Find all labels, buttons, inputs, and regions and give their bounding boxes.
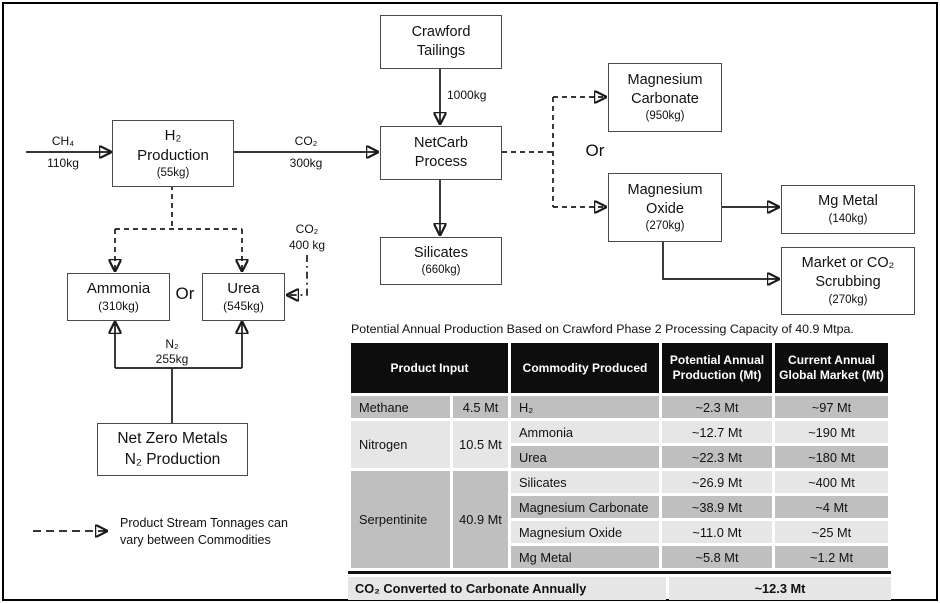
urea-box: Urea (545kg) <box>202 273 285 321</box>
net-zero-metals-box: Net Zero Metals N₂ Production <box>97 423 248 476</box>
arrow-magoxide-to-market <box>662 240 778 279</box>
cell-production: ~12.7 Mt <box>662 421 772 443</box>
cell-production: ~11.0 Mt <box>662 521 772 543</box>
production-table: Product Input Commodity Produced Potenti… <box>348 340 891 571</box>
magnesium-oxide-box: Magnesium Oxide (270kg) <box>608 173 722 242</box>
box-label: Crawford <box>411 24 471 41</box>
box-label: Net Zero Metals <box>117 430 228 448</box>
box-label: Market or CO₂ <box>801 255 895 272</box>
box-amount: (140kg) <box>828 212 868 225</box>
header-product-input: Product Input <box>351 343 508 393</box>
legend-text: Product Stream Tonnages can vary between… <box>120 515 288 549</box>
cell-market: ~4 Mt <box>775 496 888 518</box>
label-co2-urea: CO₂ <box>295 222 319 236</box>
cell-input-amount: 40.9 Mt <box>453 471 508 568</box>
cell-market: ~97 Mt <box>775 396 888 418</box>
netcarb-process-box: NetCarb Process <box>380 126 502 180</box>
box-label: Magnesium <box>627 71 703 88</box>
box-label: Oxide <box>646 200 684 217</box>
cell-production: ~26.9 Mt <box>662 471 772 493</box>
magnesium-carbonate-box: Magnesium Carbonate (950kg) <box>608 63 722 132</box>
cell-input: Nitrogen <box>351 421 450 468</box>
table-row: Nitrogen 10.5 Mt Ammonia ~12.7 Mt ~190 M… <box>351 421 888 468</box>
box-label: NetCarb <box>414 135 468 152</box>
table-row: Mg Metal ~5.8 Mt ~1.2 Mt <box>351 546 888 568</box>
box-label: Carbonate <box>631 90 699 107</box>
box-amount: (270kg) <box>828 293 868 306</box>
box-amount: (270kg) <box>645 220 685 233</box>
box-label: Ammonia <box>86 279 151 297</box>
box-label: Silicates <box>414 244 468 261</box>
h2-production-box: H₂ Production (55kg) <box>112 120 234 187</box>
cell-input-amount: 4.5 Mt <box>453 396 508 418</box>
cell-input: Serpentinite <box>351 471 450 568</box>
box-amount: (950kg) <box>645 110 685 123</box>
table-row: Magnesium Oxide ~11.0 Mt ~25 Mt <box>351 521 888 543</box>
box-label: Tailings <box>416 43 466 59</box>
label-tailings-mass: 1000kg <box>447 88 487 102</box>
table-footer-row: CO₂ Converted to Carbonate Annually ~12.… <box>348 571 891 600</box>
cell-market: ~180 Mt <box>775 446 888 468</box>
box-amount: (310kg) <box>98 299 139 314</box>
silicates-box: Silicates (660kg) <box>380 237 502 285</box>
label-ch4-mass: 110kg <box>47 156 79 170</box>
ammonia-box: Ammonia (310kg) <box>67 273 170 321</box>
box-label: H₂ <box>164 127 182 145</box>
box-label: Process <box>414 154 468 170</box>
box-label: N₂ Production <box>124 450 221 468</box>
table-row: Serpentinite 40.9 Mt Silicates ~26.9 Mt … <box>351 471 888 568</box>
crawford-tailings-box: Crawford Tailings <box>380 15 502 69</box>
header-market: Current Annual Global Market (Mt) <box>775 343 888 393</box>
cell-commodity: Magnesium Oxide <box>511 521 659 543</box>
header-commodity: Commodity Produced <box>511 343 659 393</box>
table-row: Urea ~22.3 Mt ~180 Mt <box>351 446 888 468</box>
box-label: Scrubbing <box>815 274 881 291</box>
header-production: Potential Annual Production (Mt) <box>662 343 772 393</box>
cell-commodity: Silicates <box>511 471 659 493</box>
cell-input-amount: 10.5 Mt <box>453 421 508 468</box>
box-amount: (545kg) <box>223 299 264 314</box>
box-amount: (55kg) <box>156 167 190 180</box>
table-title: Potential Annual Production Based on Cra… <box>351 322 854 336</box>
box-label: Mg Metal <box>818 193 878 210</box>
cell-market: ~400 Mt <box>775 471 888 493</box>
cell-production: ~38.9 Mt <box>662 496 772 518</box>
legend-line: Product Stream Tonnages can <box>120 516 288 530</box>
cell-commodity: Magnesium Carbonate <box>511 496 659 518</box>
label-ch4: CH₄ <box>51 134 75 148</box>
or-label-right: Or <box>585 141 605 160</box>
cell-market: ~25 Mt <box>775 521 888 543</box>
legend-line: vary between Commodities <box>120 533 271 547</box>
footer-label: CO₂ Converted to Carbonate Annually <box>348 577 666 600</box>
or-label-left: Or <box>175 284 195 303</box>
label-co2-netcarb: CO₂ <box>294 134 318 148</box>
label-n2-mass: 255kg <box>155 352 189 366</box>
box-amount: (660kg) <box>421 264 461 277</box>
cell-input: Methane <box>351 396 450 418</box>
box-label: Production <box>137 146 209 164</box>
label-co2-urea-mass: 400 kg <box>288 238 326 252</box>
market-co2-scrubbing-box: Market or CO₂ Scrubbing (270kg) <box>781 247 915 315</box>
cell-market: ~1.2 Mt <box>775 546 888 568</box>
production-table-section: Potential Annual Production Based on Cra… <box>348 322 891 600</box>
table-header-row: Product Input Commodity Produced Potenti… <box>351 343 888 393</box>
label-n2: N₂ <box>165 337 179 351</box>
cell-production: ~2.3 Mt <box>662 396 772 418</box>
box-label: Urea <box>227 279 260 297</box>
label-co2-netcarb-mass: 300kg <box>289 156 323 170</box>
footer-value: ~12.3 Mt <box>669 577 891 600</box>
cell-production: ~22.3 Mt <box>662 446 772 468</box>
table-row: Methane 4.5 Mt H₂ ~2.3 Mt ~97 Mt <box>351 396 888 418</box>
mg-metal-box: Mg Metal (140kg) <box>781 185 915 234</box>
cell-commodity: Mg Metal <box>511 546 659 568</box>
dashdot-co2-to-urea <box>288 255 308 295</box>
cell-market: ~190 Mt <box>775 421 888 443</box>
cell-commodity: Urea <box>511 446 659 468</box>
cell-commodity: H₂ <box>511 396 659 418</box>
table-row: Magnesium Carbonate ~38.9 Mt ~4 Mt <box>351 496 888 518</box>
cell-commodity: Ammonia <box>511 421 659 443</box>
box-label: Magnesium <box>627 181 703 198</box>
cell-production: ~5.8 Mt <box>662 546 772 568</box>
